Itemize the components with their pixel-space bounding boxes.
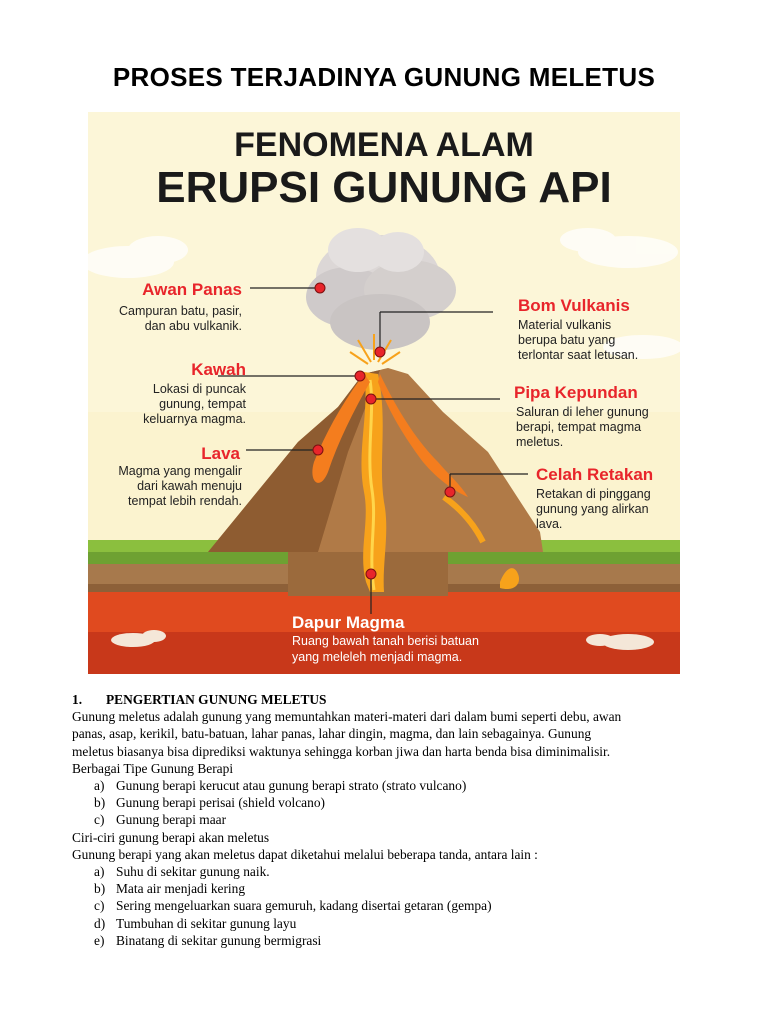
list-marker: c) [94, 812, 105, 828]
document-body: 1. PENGERTIAN GUNUNG MELETUS Gunung melet… [72, 691, 712, 949]
list-marker: d) [94, 915, 106, 931]
list-marker: e) [94, 932, 105, 948]
list-item-text: Binatang di sekitar gunung bermigrasi [116, 932, 322, 948]
bom-vulkanis-desc-1: Material vulkanis [518, 318, 611, 332]
pipa-kepundan-desc-3: meletus. [516, 435, 563, 449]
signs-intro: Gunung berapi yang akan meletus dapat di… [72, 846, 538, 862]
kawah-title: Kawah [191, 360, 246, 379]
list-item: d) Tumbuhan di sekitar gunung layu [72, 915, 712, 932]
awan-panas-marker [314, 282, 326, 294]
list-marker: b) [94, 795, 106, 811]
eruption-signs-list: a) Suhu di sekitar gunung naik. b) Mata ai… [72, 863, 712, 949]
list-marker: a) [94, 778, 105, 794]
background-clouds [88, 228, 680, 359]
section-heading-text: PENGERTIAN GUNUNG MELETUS [106, 692, 327, 707]
bom-vulkanis-title: Bom Vulkanis [518, 296, 630, 315]
paragraph-line: meletus biasanya bisa diprediksi waktuny… [72, 743, 611, 759]
list-marker: a) [94, 864, 105, 880]
kawah-marker [354, 370, 366, 382]
paragraph-line: panas, asap, kerikil, batu-batuan, lahar… [72, 726, 592, 742]
celah-retakan-desc-2: gunung yang alirkan [536, 502, 649, 516]
list-item-text: Mata air menjadi kering [116, 881, 246, 897]
dapur-magma-marker [365, 568, 377, 580]
pipa-kepundan-conduit [361, 372, 387, 592]
list-item-text: Gunung berapi perisai (shield volcano) [116, 795, 325, 811]
list-item-text: Gunung berapi maar [116, 812, 227, 828]
volcano-infographic: FENOMENA ALAM ERUPSI GUNUNG API [88, 112, 680, 674]
pipa-kepundan-desc-1: Saluran di leher gunung [516, 405, 649, 419]
bom-vulkanis-desc-3: terlontar saat letusan. [518, 348, 638, 362]
page-title: PROSES TERJADINYA GUNUNG MELETUS [112, 62, 656, 92]
list-marker: b) [94, 881, 106, 897]
pointer-dots [312, 282, 456, 580]
celah-retakan-marker [444, 486, 456, 498]
lava-desc-2: dari kawah menuju [137, 479, 242, 493]
list-item-text: Tumbuhan di sekitar gunung layu [116, 915, 297, 931]
awan-panas-desc-2: dan abu vulkanik. [145, 319, 242, 333]
awan-panas-desc-1: Campuran batu, pasir, [119, 304, 242, 318]
list-item: b) Mata air menjadi kering [72, 880, 712, 897]
magma-rocks [111, 630, 654, 650]
list-item: c) Sering mengeluarkan suara gemuruh, kad… [72, 897, 712, 914]
dapur-magma-desc-1: Ruang bawah tanah berisi batuan [292, 634, 479, 648]
celah-retakan-desc-1: Retakan di pinggang [536, 487, 651, 501]
lava-marker [312, 444, 324, 456]
infographic-title-line1: FENOMENA ALAM [234, 126, 534, 164]
list-item-text: Sering mengeluarkan suara gemuruh, kadan… [116, 898, 492, 914]
list-item-text: Suhu di sekitar gunung naik. [116, 864, 270, 880]
lava-flow-left [312, 374, 370, 483]
list-item: b) Gunung berapi perisai (shield volcano) [72, 794, 712, 811]
awan-panas-title: Awan Panas [142, 280, 242, 299]
dapur-magma-title: Dapur Magma [292, 613, 405, 632]
volcano-types-list: a) Gunung berapi kerucut atau gunung bera… [72, 777, 712, 829]
eruption-sparks [349, 334, 401, 365]
pipa-kepundan-title: Pipa Kepundan [514, 383, 638, 402]
paragraph-line: Gunung meletus adalah gunung yang memunt… [72, 709, 622, 725]
pipa-kepundan-desc-2: berapi, tempat magma [516, 420, 641, 434]
kawah-desc-2: gunung, tempat [159, 397, 246, 411]
kawah-desc-1: Lokasi di puncak [153, 382, 247, 396]
lava-desc-3: tempat lebih rendah. [128, 494, 242, 508]
celah-retakan-title: Celah Retakan [536, 465, 653, 484]
list-marker: c) [94, 898, 105, 914]
list-item-text: Gunung berapi kerucut atau gunung berapi… [116, 778, 467, 794]
list-item: e) Binatang di sekitar gunung bermigrasi [72, 932, 712, 949]
section-number: 1. [72, 692, 83, 707]
kawah-desc-3: keluarnya magma. [143, 412, 246, 426]
signs-heading: Ciri-ciri gunung berapi akan meletus [72, 829, 270, 845]
types-heading: Berbagai Tipe Gunung Berapi [72, 760, 234, 776]
pipa-kepundan-marker [365, 393, 377, 405]
celah-retakan-desc-3: lava. [536, 517, 562, 531]
bom-vulkanis-marker [374, 346, 386, 358]
infographic-title-line2: ERUPSI GUNUNG API [156, 163, 612, 212]
eruption-smoke [306, 228, 456, 350]
list-item: c) Gunung berapi maar [72, 811, 712, 828]
lava-desc-1: Magma yang mengalir [118, 464, 242, 478]
bom-vulkanis-desc-2: berupa batu yang [518, 333, 615, 347]
pointer-lines [218, 287, 528, 614]
list-item: a) Gunung berapi kerucut atau gunung bera… [72, 777, 712, 794]
list-item: a) Suhu di sekitar gunung naik. [72, 863, 712, 880]
section-heading: 1. PENGERTIAN GUNUNG MELETUS [72, 691, 712, 708]
dapur-magma-desc-2: yang meleleh menjadi magma. [292, 650, 462, 664]
lava-title: Lava [201, 444, 240, 463]
